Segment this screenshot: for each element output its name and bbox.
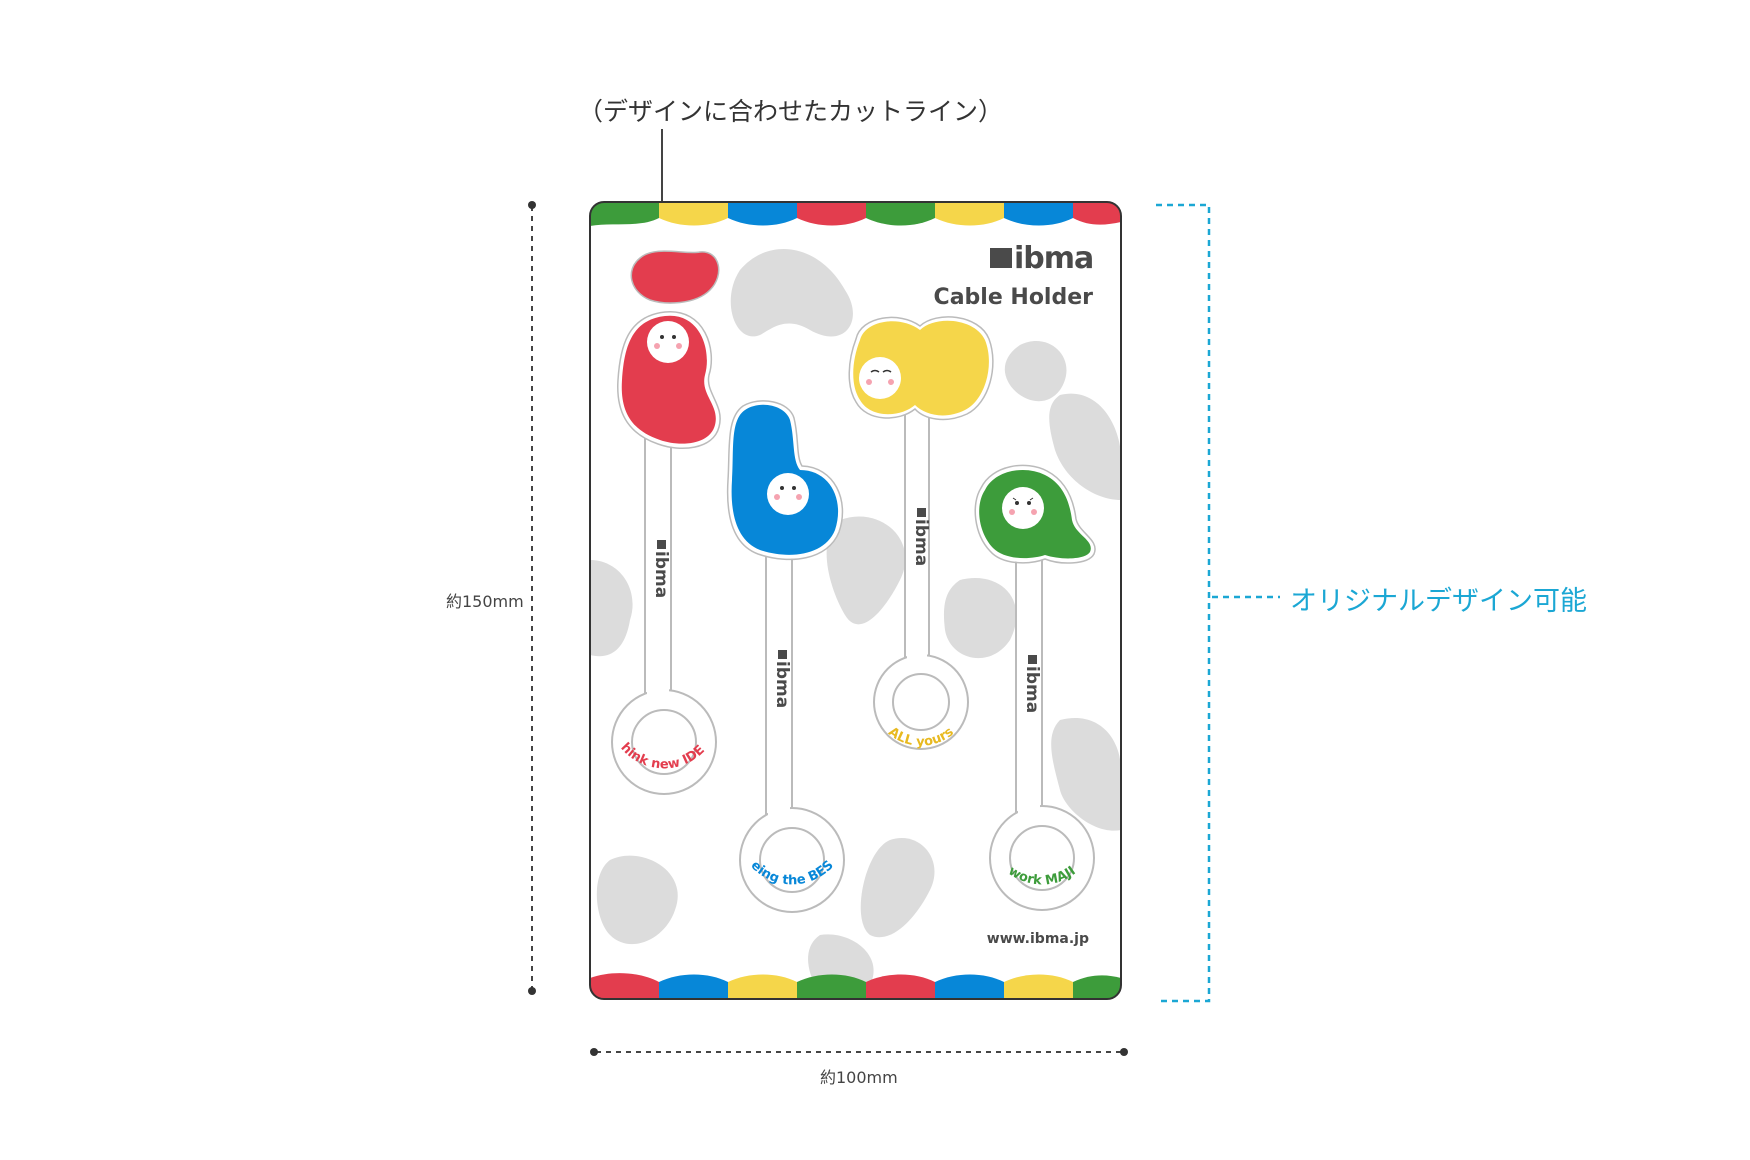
holder-i-strip-logo: ibma [651,551,671,598]
cut-line-label: （デザインに合わせたカットライン） [578,97,1004,126]
bottom-color-band [590,973,1121,999]
holder-m: ibma ALL yours [848,316,994,750]
holder-a: ibma work MAJI [974,464,1096,911]
holder-b-strip-logo: ibma [772,661,792,708]
top-color-band [590,202,1121,226]
width-label: 約100mm [820,1068,898,1087]
height-dimension-line [528,201,536,995]
original-design-label: オリジナルデザイン可能 [1290,586,1587,617]
height-label: 約150mm [446,592,524,611]
design-area-bracket [1156,203,1280,1003]
holder-i-dot [628,248,722,306]
holder-m-strip-logo: ibma [911,519,931,566]
card-url: www.ibma.jp [987,931,1089,947]
card [589,201,1122,1000]
background-blobs [590,248,1121,985]
width-dimension-line [590,1048,1128,1056]
holder-i-body [617,311,720,448]
holder-a-strip-logo: ibma [1022,666,1042,713]
card-title: Cable Holder [934,285,1094,310]
brand-logo: ibma [990,241,1094,276]
brand-logo-text: ibma [1014,241,1093,276]
